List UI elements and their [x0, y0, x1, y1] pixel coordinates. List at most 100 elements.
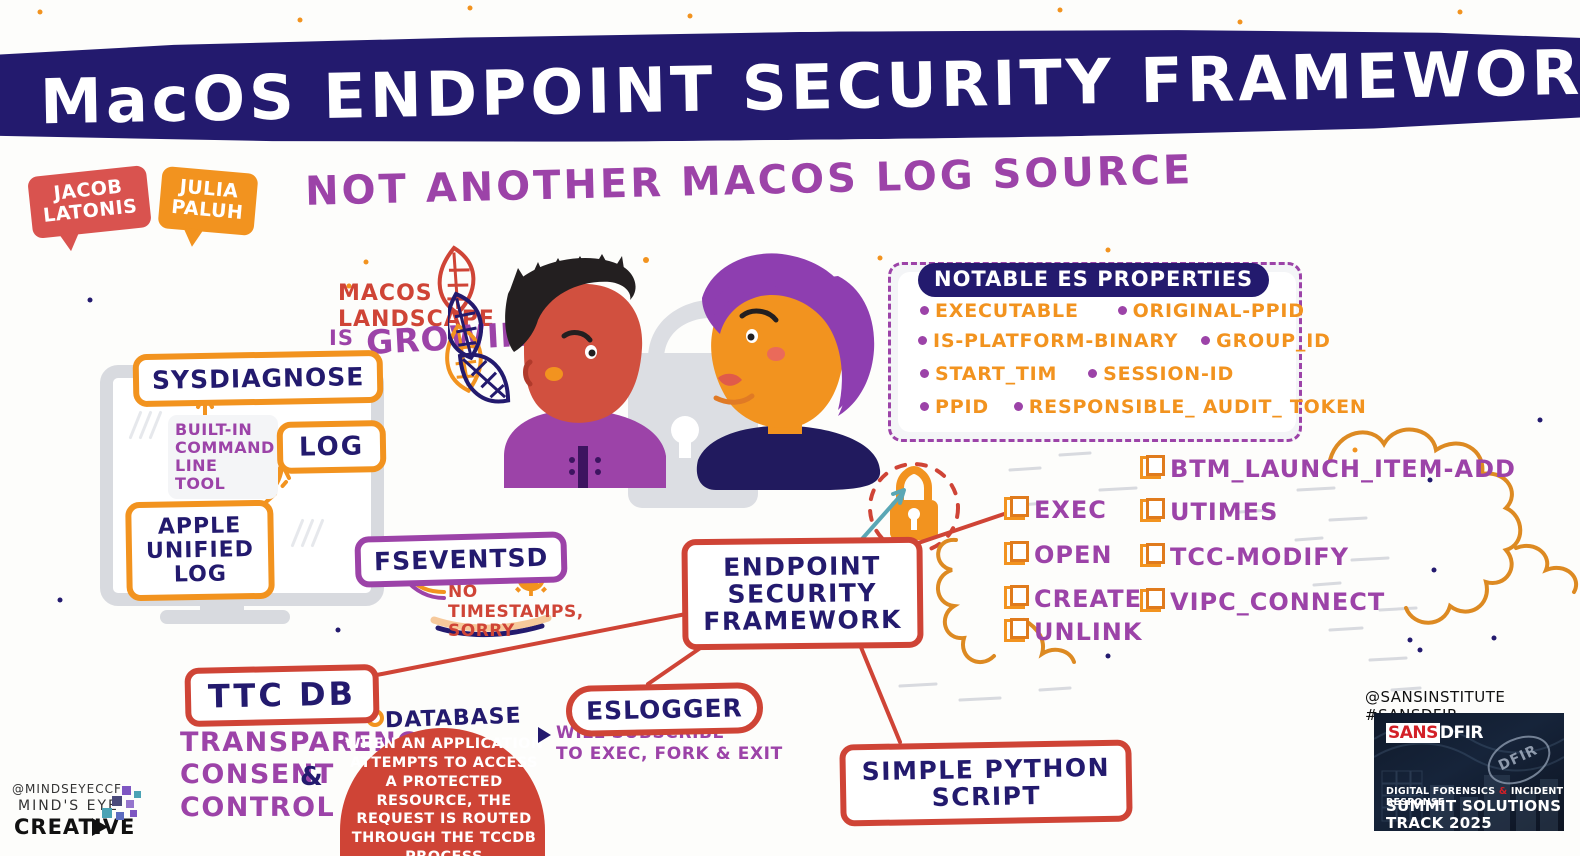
tcc-line3: CONTROL — [180, 791, 336, 823]
built-in-line2: COMMAND — [175, 437, 275, 457]
event-item-unlink[interactable]: UNLINK — [1004, 618, 1142, 646]
checkbox-icon[interactable] — [1140, 455, 1165, 479]
aul-line1: APPLE — [157, 513, 242, 540]
checkbox-icon[interactable] — [1140, 588, 1165, 612]
bullet-icon — [920, 402, 929, 411]
checkbox-icon[interactable] — [1140, 498, 1165, 522]
leaf-navy-lower — [457, 352, 511, 404]
es-prop: START_TIM — [935, 363, 1058, 385]
esf-line1: ENDPOINT — [723, 551, 881, 582]
esf-line3: FRAMEWORK — [703, 604, 903, 637]
es-prop: PPID — [935, 396, 989, 418]
node-eslogger[interactable]: ESLOGGER — [565, 681, 764, 738]
leaf-cluster-left — [437, 245, 483, 394]
note-built-in-command-line-tool: BUILT-IN COMMAND LINE TOOL — [168, 415, 278, 499]
es-prop: RESPONSIBLE_ AUDIT_ TOKEN — [1028, 396, 1367, 418]
built-in-line3: LINE TOOL — [175, 455, 226, 493]
es-property-row: PPID RESPONSIBLE_ AUDIT_ TOKEN — [920, 396, 1367, 418]
checkbox-icon[interactable] — [1004, 496, 1029, 520]
bullet-icon — [920, 306, 929, 315]
sans-logo-sans: SANS — [1386, 723, 1440, 743]
checkbox-icon[interactable] — [1004, 541, 1029, 565]
sans-title-line2: TRACK 2025 — [1386, 814, 1492, 832]
pencil-icon — [92, 818, 108, 836]
event-label: TCC-MODIFY — [1170, 543, 1350, 571]
bullet-icon — [918, 336, 927, 345]
event-label: BTM_LAUNCH_ITEM-ADD — [1170, 455, 1516, 483]
note-no-timestamps: NO TIMESTAMPS, SORRY — [448, 582, 584, 642]
no-ts-line1: NO — [448, 582, 478, 602]
sans-tagline: DIGITAL FORENSICS & INCIDENT RESPONSE — [1386, 786, 1580, 808]
node-simple-python-script[interactable]: SIMPLE PYTHON SCRIPT — [839, 739, 1133, 827]
sans-tagline-amp: & — [1498, 786, 1508, 797]
sans-logo-dfir: DFIR — [1439, 723, 1484, 743]
tcc-explainer-text: WHEN AN APPLICATION ATTEMPTS TO ACCESS A… — [344, 736, 544, 856]
node-sysdiagnose[interactable]: SYSDIAGNOSE — [132, 349, 384, 408]
python-line1: SIMPLE PYTHON — [861, 752, 1111, 787]
es-properties-inner — [898, 272, 1296, 432]
landscape-is: IS — [329, 326, 354, 350]
event-item-create[interactable]: CREATE — [1004, 585, 1142, 613]
bullet-icon — [1013, 402, 1023, 411]
es-prop: GROUP_ID — [1216, 330, 1331, 352]
checkbox-icon[interactable] — [1140, 543, 1165, 567]
orange-cloud-outline — [936, 427, 1578, 664]
eslogger-note-line2: TO EXEC, FORK & EXIT — [556, 744, 783, 765]
event-label: UTIMES — [1170, 498, 1279, 526]
credit-line1: MIND'S EYE — [18, 798, 119, 814]
credit-line2: CREATIVE — [14, 815, 136, 839]
checkbox-icon[interactable] — [1004, 585, 1029, 609]
bullet-icon — [920, 369, 929, 378]
es-property-row: EXECUTABLE ORIGINAL-PPID — [920, 300, 1305, 322]
tcc-ampersand: & — [300, 762, 324, 792]
es-properties-title: NOTABLE ES PROPERTIES — [918, 263, 1270, 297]
bullet-icon — [1088, 369, 1098, 378]
leaf-navy-upper — [448, 291, 484, 361]
event-item-tcc-modify[interactable]: TCC-MODIFY — [1140, 543, 1349, 571]
tcc-line2: CONSENT — [180, 759, 335, 791]
node-fseventsd[interactable]: FSEVENTSD — [354, 531, 568, 588]
credit-squares-icon — [102, 786, 141, 820]
es-prop: IS-PLATFORM-BINARY — [933, 330, 1179, 352]
sans-tagline-pre: DIGITAL FORENSICS — [1386, 786, 1499, 797]
bullet-icon — [1117, 306, 1127, 315]
event-item-vipc-connect[interactable]: VIPC_CONNECT — [1140, 588, 1385, 616]
event-label: VIPC_CONNECT — [1170, 588, 1386, 616]
node-ttc-db[interactable]: TTC DB — [184, 663, 380, 727]
event-label: UNLINK — [1034, 618, 1143, 646]
node-endpoint-security-framework[interactable]: ENDPOINT SECURITY FRAMEWORK — [681, 536, 924, 651]
padlock-icon — [890, 465, 938, 540]
event-item-open[interactable]: OPEN — [1004, 541, 1112, 569]
monitor-base — [160, 610, 290, 624]
aul-line3: LOG — [173, 561, 228, 587]
python-line2: SCRIPT — [931, 781, 1042, 812]
landscape-line1: MACOS — [338, 281, 433, 306]
bullet-icon — [1201, 336, 1211, 345]
esf-line2: SECURITY — [727, 578, 878, 609]
es-property-row: IS-PLATFORM-BINARY GROUP_ID — [918, 330, 1331, 352]
sans-title-line1: SUMMIT SOLUTIONS — [1386, 797, 1562, 815]
es-prop: ORIGINAL-PPID — [1132, 300, 1305, 322]
triangle-bullet-icon — [538, 727, 551, 743]
event-label: EXEC — [1034, 496, 1107, 524]
event-label: CREATE — [1034, 585, 1142, 613]
node-apple-unified-log[interactable]: APPLE UNIFIED LOG — [125, 499, 275, 602]
event-item-btm-launch-item-add[interactable]: BTM_LAUNCH_ITEM-ADD — [1140, 455, 1516, 483]
checkbox-icon[interactable] — [1004, 618, 1029, 642]
event-item-utimes[interactable]: UTIMES — [1140, 498, 1278, 526]
event-label: OPEN — [1034, 541, 1113, 569]
node-log[interactable]: LOG — [276, 420, 387, 475]
es-prop: SESSION-ID — [1103, 363, 1235, 385]
sans-tagline-post: INCIDENT RESPONSE — [1386, 786, 1564, 808]
landscape-line2: LANDSCAPE — [338, 306, 495, 332]
illustration-two-people-lock — [504, 253, 881, 508]
no-ts-line3: SORRY — [448, 621, 515, 642]
es-property-row: START_TIM SESSION-ID — [920, 363, 1234, 385]
no-ts-line2: TIMESTAMPS, — [448, 601, 584, 622]
event-item-exec[interactable]: EXEC — [1004, 496, 1107, 524]
es-prop: EXECUTABLE — [935, 300, 1079, 322]
note-macos-landscape: MACOS LANDSCAPE — [338, 281, 495, 333]
